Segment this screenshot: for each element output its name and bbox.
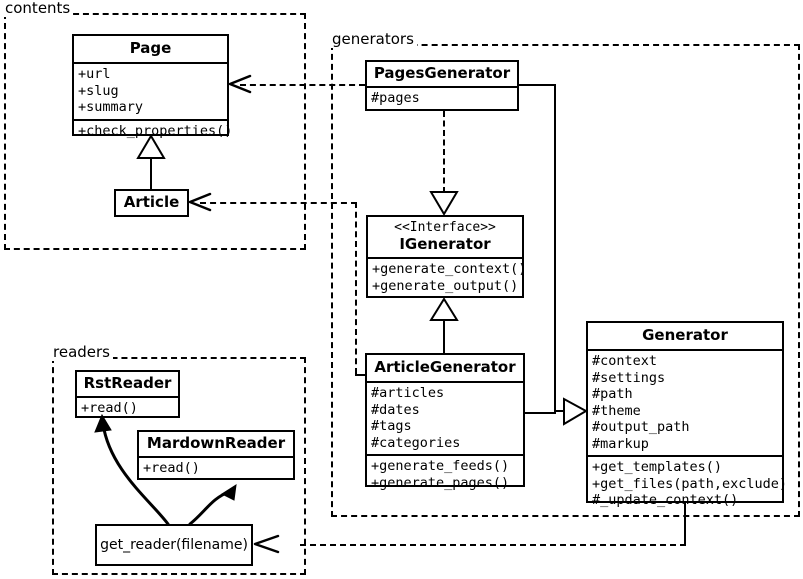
class-igenerator-operations: +generate_context() +generate_output() [368, 257, 527, 297]
dependency-generator-getreader-seg2 [300, 544, 686, 546]
class-page-name: Page [129, 39, 172, 57]
dependency-generator-getreader-seg3 [684, 516, 686, 546]
class-rst-reader-operations: +read() [77, 396, 178, 420]
operation-row: +generate_output() [372, 277, 519, 294]
dependency-generator-getreader-seg1 [684, 503, 686, 517]
class-generator-attributes: #context #settings #path #theme #output_… [588, 349, 782, 455]
class-article-generator-operations: +generate_feeds() +generate_pages() [367, 454, 523, 494]
dependency-pagesgenerator-page-line [240, 84, 365, 86]
class-mardown-reader-operations: +read() [139, 456, 293, 480]
class-page-attributes: +url +slug +summary [74, 62, 227, 119]
generalization-articlegenerator-generator-seg2 [554, 410, 556, 414]
class-article-generator[interactable]: ArticleGenerator #articles #dates #tags … [365, 353, 525, 491]
attribute-row: #path [592, 386, 633, 402]
attribute-row: #dates [371, 401, 420, 418]
operation-row: +check_properties() [78, 122, 233, 139]
generalization-pagesgenerator-generator-seg2 [554, 84, 556, 412]
operation-row: +read() [143, 460, 200, 476]
attribute-row: +slug [78, 82, 119, 99]
class-rst-reader-name: RstReader [83, 374, 172, 392]
dependency-articlegenerator-article-seg3 [200, 202, 357, 204]
function-get-reader-label: get_reader(filename) [100, 537, 248, 553]
class-article-generator-attributes: #articles #dates #tags #categories [367, 381, 523, 454]
attribute-row: #theme [592, 402, 641, 419]
operation-row: +get_templates() [592, 459, 723, 475]
attribute-row: #categories [371, 434, 461, 451]
class-igenerator-name: <<Interface>> IGenerator [368, 217, 522, 257]
realization-pagesgenerator-igenerator-line [443, 111, 445, 193]
class-page[interactable]: Page +url +slug +summary +check_properti… [72, 34, 232, 139]
operation-row: #_update_context() [592, 492, 739, 508]
class-article-name: Article [123, 193, 180, 211]
class-generator-operations: +get_templates() +get_files(path,exclude… [588, 455, 788, 512]
attribute-row: #markup [592, 435, 649, 452]
class-article[interactable]: Article [114, 189, 189, 217]
class-article-generator-name: ArticleGenerator [374, 358, 516, 376]
package-readers-label: readers [52, 344, 113, 361]
class-rst-reader[interactable]: RstReader +read() [75, 370, 180, 418]
class-generator[interactable]: Generator #context #settings #path #them… [586, 321, 787, 508]
generalization-pagesgenerator-generator-seg1 [519, 84, 556, 86]
attribute-row: #settings [592, 369, 666, 386]
class-pages-generator-name: PagesGenerator [373, 64, 511, 82]
package-readers [52, 357, 306, 575]
class-igenerator-label: IGenerator [399, 235, 491, 253]
dependency-articlegenerator-article-seg1 [355, 202, 357, 374]
generalization-pagesgenerator-generator-seg3 [554, 410, 566, 412]
operation-row: +generate_feeds() [371, 458, 510, 474]
operation-row: +read() [81, 400, 138, 416]
class-mardown-reader[interactable]: MardownReader +read() [137, 430, 295, 480]
attribute-row: +url [78, 66, 111, 82]
class-igenerator[interactable]: <<Interface>> IGenerator +generate_conte… [366, 215, 527, 298]
attribute-row: #context [592, 353, 658, 369]
operation-row: +generate_pages() [371, 474, 510, 491]
package-generators-label: generators [331, 31, 417, 48]
operation-row: +get_files(path,exclude) [592, 475, 788, 492]
package-contents-border [4, 13, 306, 250]
attribute-row: #pages [371, 90, 420, 106]
attribute-row: #output_path [592, 419, 690, 435]
class-page-operations: +check_properties() [74, 118, 233, 143]
attribute-row: +summary [78, 99, 144, 115]
class-pages-generator[interactable]: PagesGenerator #pages [365, 60, 519, 111]
package-readers-border [52, 357, 306, 575]
generalization-articlegenerator-igenerator-line [443, 316, 445, 353]
package-generators-border [331, 44, 800, 517]
class-pages-generator-attributes: #pages [367, 86, 517, 110]
dependency-articlegenerator-article-seg2 [355, 374, 367, 376]
class-generator-name: Generator [642, 326, 728, 344]
attribute-row: #tags [371, 418, 412, 434]
function-get-reader[interactable]: get_reader(filename) [95, 524, 253, 566]
attribute-row: #articles [371, 385, 445, 401]
package-contents [4, 13, 306, 250]
operation-row: +generate_context() [372, 261, 527, 277]
generalization-articlegenerator-generator-seg1 [525, 412, 556, 414]
class-mardown-reader-name: MardownReader [146, 434, 286, 452]
class-igenerator-stereotype: <<Interface>> [394, 220, 496, 235]
package-contents-label: contents [4, 0, 74, 17]
package-generators [331, 44, 800, 517]
generalization-article-page-line [150, 155, 152, 189]
